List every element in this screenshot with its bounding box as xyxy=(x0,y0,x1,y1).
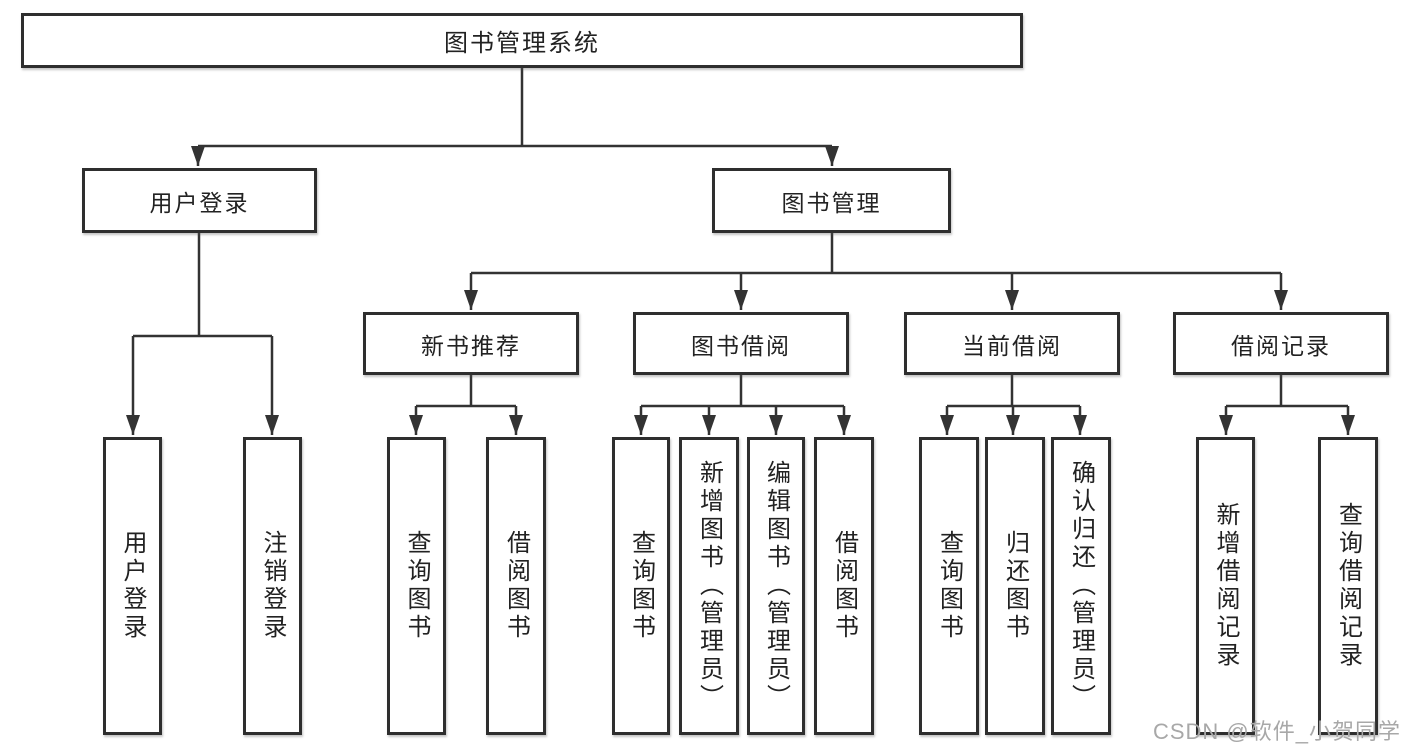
connector-current-borrow-to-leaves xyxy=(940,375,1087,435)
leaf-query-borrow-record: 查询借阅记录 xyxy=(1318,437,1378,735)
leaf-add-book-admin: 新增图书（管理员） xyxy=(679,437,739,735)
node-book-borrowing: 图书借阅 xyxy=(633,312,849,375)
node-book-management-label: 图书管理 xyxy=(781,189,882,216)
connector-book-mgmt-to-level3 xyxy=(464,233,1288,310)
node-current-borrowing-label: 当前借阅 xyxy=(962,332,1062,359)
connector-new-book-rec-to-leaves xyxy=(409,375,523,435)
leaf-add-borrow-record-label: 新增借阅记录 xyxy=(1212,502,1239,670)
leaf-query-book-2-label: 查询图书 xyxy=(627,530,655,642)
leaf-return-book: 归还图书 xyxy=(985,437,1045,735)
node-current-borrowing: 当前借阅 xyxy=(904,312,1120,375)
node-borrow-records-label: 借阅记录 xyxy=(1231,332,1331,359)
leaf-query-book-3-label: 查询图书 xyxy=(935,530,963,642)
leaf-edit-book-admin-label: 编辑图书（管理员） xyxy=(762,460,790,712)
node-library-system: 图书管理系统 xyxy=(21,13,1023,68)
node-new-book-recommend: 新书推荐 xyxy=(363,312,579,375)
leaf-add-borrow-record: 新增借阅记录 xyxy=(1196,437,1255,735)
leaf-borrow-book-1-label: 借阅图书 xyxy=(502,530,530,642)
leaf-edit-book-admin: 编辑图书（管理员） xyxy=(747,437,805,735)
node-user-login: 用户登录 xyxy=(82,168,317,233)
node-book-management: 图书管理 xyxy=(712,168,951,233)
node-new-book-recommend-label: 新书推荐 xyxy=(421,332,521,359)
leaf-add-book-admin-label: 新增图书（管理员） xyxy=(695,460,723,712)
leaf-query-book-2: 查询图书 xyxy=(612,437,670,735)
leaf-borrow-book-2: 借阅图书 xyxy=(814,437,874,735)
node-book-borrowing-label: 图书借阅 xyxy=(691,332,791,359)
node-user-login-label: 用户登录 xyxy=(149,189,250,216)
leaf-confirm-return-admin-label: 确认归还（管理员） xyxy=(1067,460,1095,712)
leaf-query-borrow-record-label: 查询借阅记录 xyxy=(1334,502,1362,670)
leaf-query-book-1: 查询图书 xyxy=(387,437,446,735)
leaf-confirm-return-admin: 确认归还（管理员） xyxy=(1051,437,1111,735)
connector-book-borrow-to-leaves xyxy=(634,375,851,435)
connector-root-to-level2 xyxy=(191,68,839,166)
leaf-user-login-label: 用户登录 xyxy=(119,530,146,642)
leaf-query-book-3: 查询图书 xyxy=(919,437,979,735)
connector-borrow-records-to-leaves xyxy=(1219,375,1355,435)
leaf-return-book-label: 归还图书 xyxy=(1001,530,1029,642)
leaf-borrow-book-2-label: 借阅图书 xyxy=(830,530,858,642)
node-borrow-records: 借阅记录 xyxy=(1173,312,1389,375)
leaf-user-login: 用户登录 xyxy=(103,437,162,735)
leaf-logout-label: 注销登录 xyxy=(259,530,286,642)
csdn-watermark: CSDN @软件_小贺同学 xyxy=(1152,719,1401,744)
connector-user-login-to-leaves xyxy=(126,233,279,435)
leaf-query-book-1-label: 查询图书 xyxy=(403,530,430,642)
leaf-logout: 注销登录 xyxy=(243,437,302,735)
node-library-system-label: 图书管理系统 xyxy=(444,30,600,57)
leaf-borrow-book-1: 借阅图书 xyxy=(486,437,546,735)
